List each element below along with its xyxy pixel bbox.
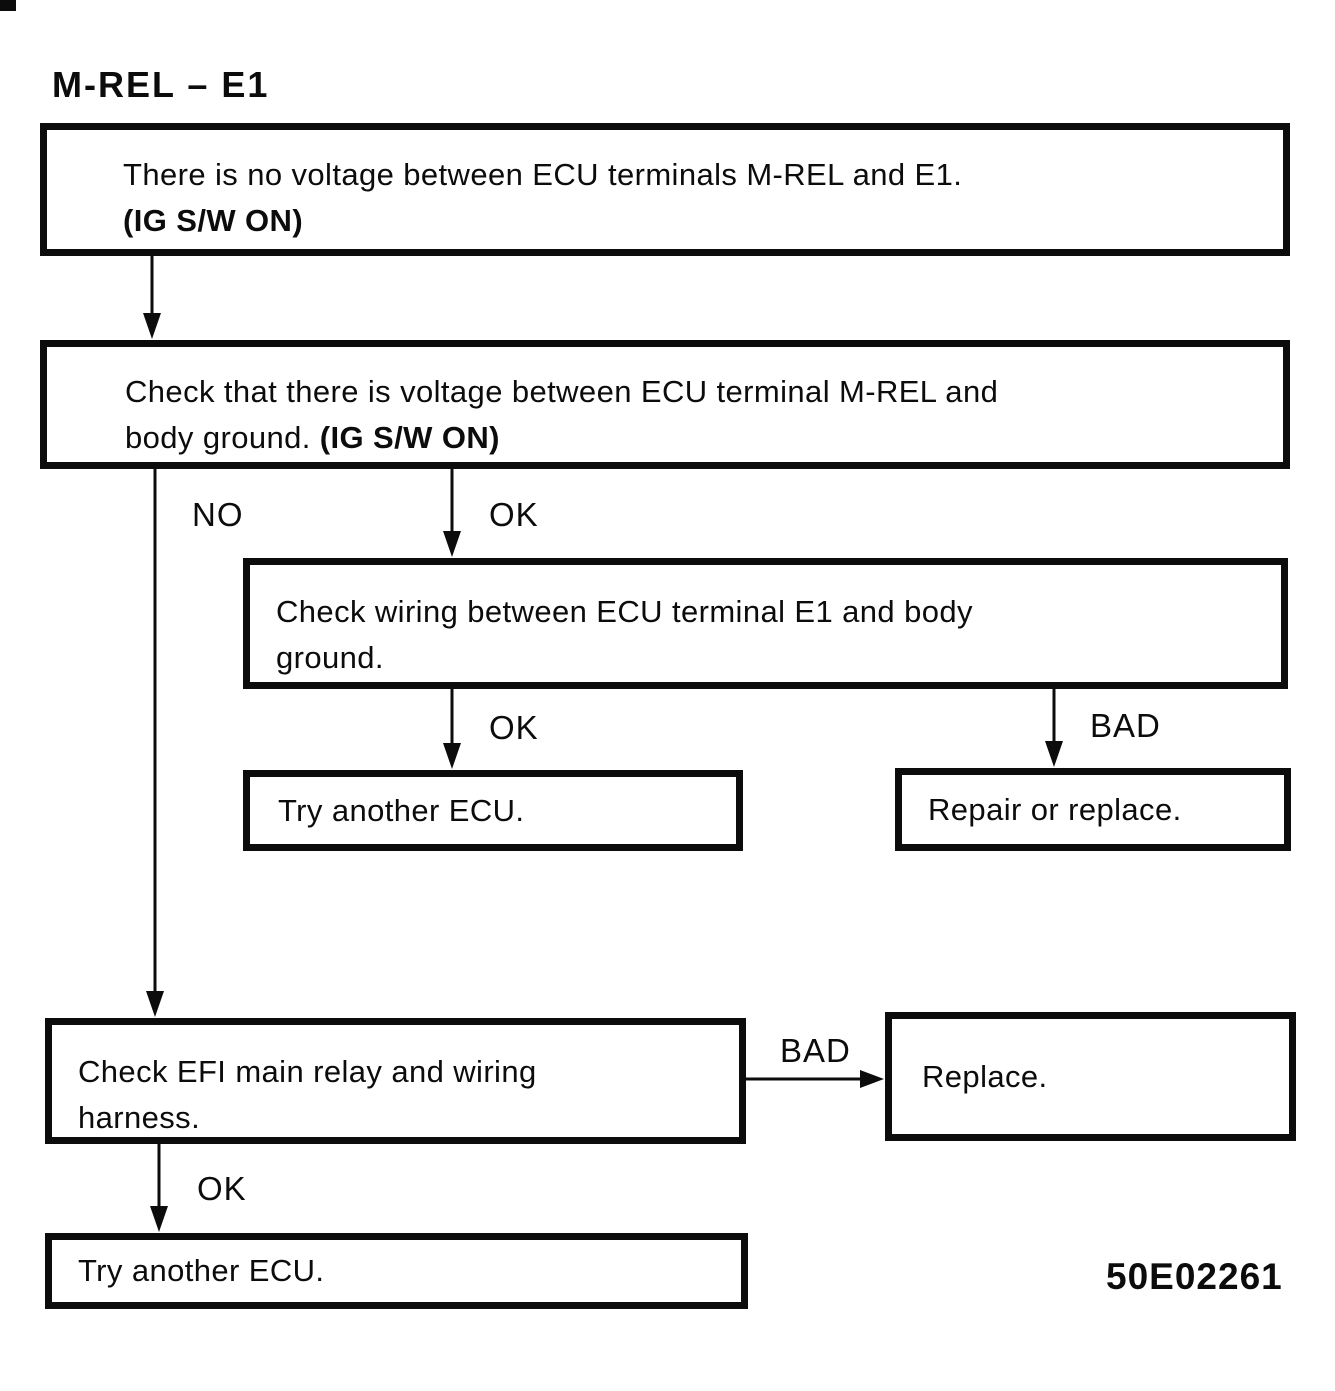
flow-box-line: Check that there is voltage between ECU … [125, 374, 999, 409]
arrow-shaft [450, 469, 454, 539]
flow-box-line-normal: body ground. [125, 420, 320, 455]
edge-label-bad: BAD [1090, 707, 1161, 744]
arrow-box1-to-box2 [141, 256, 163, 339]
arrow-ok-box2-to-box3 [441, 469, 463, 557]
arrow-head-down-icon [143, 313, 161, 339]
arrow-head-down-icon [443, 743, 461, 769]
arrow-bad-box3-to-box5 [1043, 689, 1065, 767]
arrow-bad-box6-to-box7 [746, 1068, 884, 1090]
flow-box-repair-or-replace: Repair or replace. [895, 768, 1291, 851]
arrow-shaft [153, 469, 157, 999]
edge-label-no: NO [192, 496, 244, 533]
document-code: 50E02261 [1106, 1256, 1283, 1297]
arrow-head-down-icon [443, 531, 461, 557]
arrow-no-box2-to-box6 [144, 469, 166, 1017]
flow-box-line: Check wiring between ECU terminal E1 and… [276, 594, 973, 629]
flow-box-line: ground. [276, 640, 384, 675]
flow-box-line-bold: (IG S/W ON) [319, 420, 500, 455]
arrow-head-down-icon [1045, 741, 1063, 767]
arrow-shaft [157, 1144, 161, 1214]
flow-box-check-wiring-e1-ground: Check wiring between ECU terminal E1 and… [243, 558, 1288, 689]
flow-box-line: Repair or replace. [928, 791, 1182, 827]
edge-label-ok: OK [489, 709, 539, 746]
scan-artifact [0, 0, 16, 11]
flow-box-line: harness. [78, 1100, 201, 1135]
edge-label-bad: BAD [780, 1032, 851, 1069]
arrow-shaft [150, 256, 154, 321]
flow-box-line: Replace. [922, 1058, 1048, 1094]
flow-box-no-voltage: There is no voltage between ECU terminal… [40, 123, 1290, 256]
flow-box-line: body ground. (IG S/W ON) [125, 415, 1265, 461]
edge-label-ok: OK [489, 496, 539, 533]
flow-box-try-another-ecu-1: Try another ECU. [243, 770, 743, 851]
flow-box-line: Try another ECU. [78, 1253, 325, 1288]
flow-box-replace: Replace. [885, 1012, 1296, 1141]
flow-box-try-another-ecu-2: Try another ECU. [45, 1233, 748, 1309]
arrow-shaft [746, 1077, 868, 1081]
flow-box-check-voltage-mrel-ground: Check that there is voltage between ECU … [40, 340, 1290, 469]
arrow-head-down-icon [150, 1206, 168, 1232]
page-title: M-REL – E1 [52, 64, 270, 105]
flow-box-line-bold: (IG S/W ON) [123, 203, 304, 238]
arrow-head-right-icon [860, 1070, 884, 1088]
arrow-ok-box6-to-box8 [148, 1144, 170, 1232]
arrow-head-down-icon [146, 991, 164, 1017]
arrow-ok-box3-to-box4 [441, 689, 463, 769]
flow-box-check-efi-main-relay: Check EFI main relay and wiring harness. [45, 1018, 746, 1144]
flow-box-line: Check EFI main relay and wiring [78, 1054, 537, 1089]
flow-box-line: There is no voltage between ECU terminal… [123, 157, 963, 192]
arrow-shaft [450, 689, 454, 751]
flow-box-line: Try another ECU. [278, 792, 525, 828]
arrow-shaft [1052, 689, 1056, 749]
edge-label-ok: OK [197, 1170, 247, 1207]
